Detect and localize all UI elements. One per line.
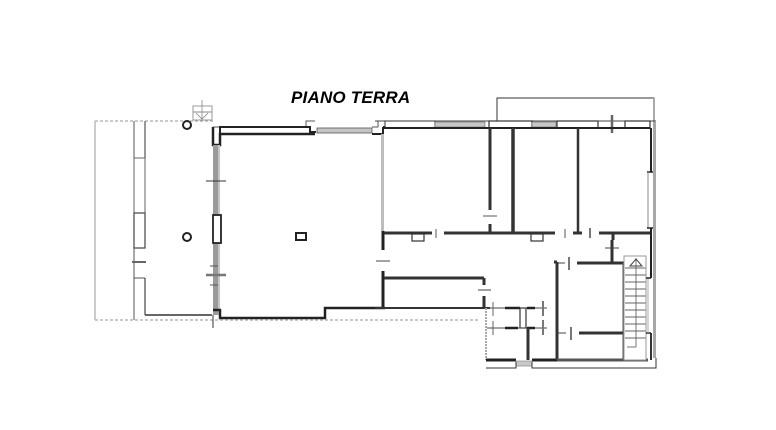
plan-title: PIANO TERRA: [291, 88, 411, 107]
north-rooms: [375, 115, 656, 358]
bathrooms: [485, 301, 657, 369]
staircase: [623, 255, 652, 361]
column-north: [182, 120, 192, 130]
hall-fixture: [295, 232, 307, 241]
north-annex: [496, 97, 655, 122]
main-hall: [206, 120, 390, 328]
storage-room: [375, 276, 491, 309]
column-center: [182, 232, 192, 242]
entrance-arrow-icon: [192, 100, 213, 121]
portico: [94, 100, 480, 321]
stairs-arrow-icon: [628, 258, 644, 267]
